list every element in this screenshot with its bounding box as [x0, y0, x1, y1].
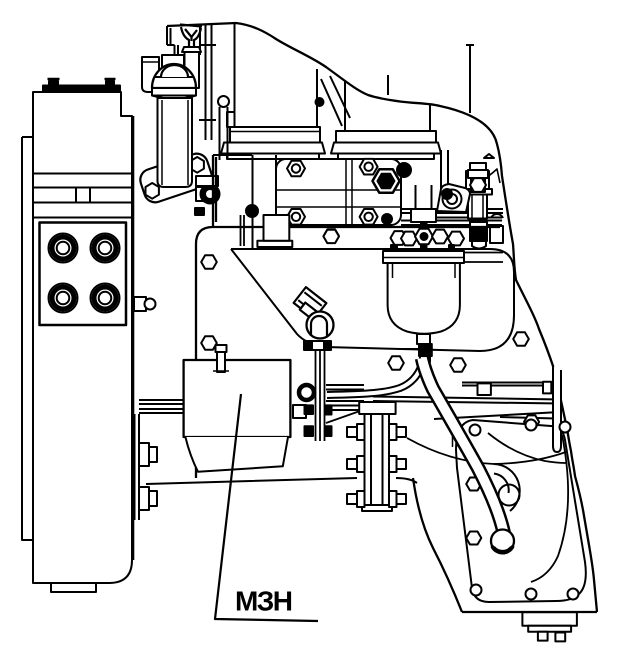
svg-text:МЗН: МЗН: [235, 586, 293, 617]
